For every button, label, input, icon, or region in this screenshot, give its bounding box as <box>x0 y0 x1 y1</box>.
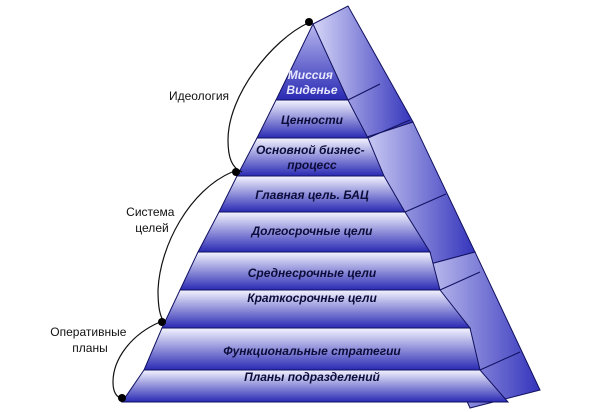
side-line-1 <box>347 83 381 101</box>
connector-ideology <box>227 22 309 173</box>
group-connectors <box>112 22 309 399</box>
group-label-goals: Система целей <box>126 205 178 235</box>
level-labels: Миссия Виденье Ценности Основной бизнес-… <box>223 68 401 384</box>
level-functional: Функциональные стратегии <box>223 344 401 358</box>
level-mid-term: Среднесрочные цели <box>248 266 377 280</box>
level-values: Ценности <box>281 113 344 127</box>
connector-dot-goals-plans <box>158 318 166 326</box>
group-label-plans: Оперативные планы <box>50 325 129 355</box>
side-line-5 <box>479 351 521 371</box>
connector-goals <box>157 171 233 323</box>
level-departments: Планы подразделений <box>244 370 380 384</box>
connector-dot-bottom <box>118 394 126 402</box>
side-line-3 <box>404 193 447 213</box>
connector-plans <box>112 321 161 399</box>
group-label-ideology: Идеология <box>169 89 229 103</box>
level-core: Основной бизнес- процесс <box>256 143 368 172</box>
connector-dot-top <box>305 18 313 26</box>
side-line-2 <box>367 119 411 139</box>
level-main-goal: Главная цель. БАЦ <box>255 188 369 202</box>
level-long-term: Долгосрочные цели <box>250 224 373 238</box>
connector-dot-ideology-goals <box>232 168 240 176</box>
connector-dots <box>118 18 313 402</box>
group-labels: Идеология Система целей Оперативные план… <box>50 89 229 355</box>
front-band-departments <box>121 369 510 403</box>
level-mission: Миссия Виденье <box>286 68 337 97</box>
pyramid-front-faces <box>121 22 510 403</box>
side-line-4 <box>439 271 481 291</box>
level-short-term: Краткосрочные цели <box>247 291 377 305</box>
